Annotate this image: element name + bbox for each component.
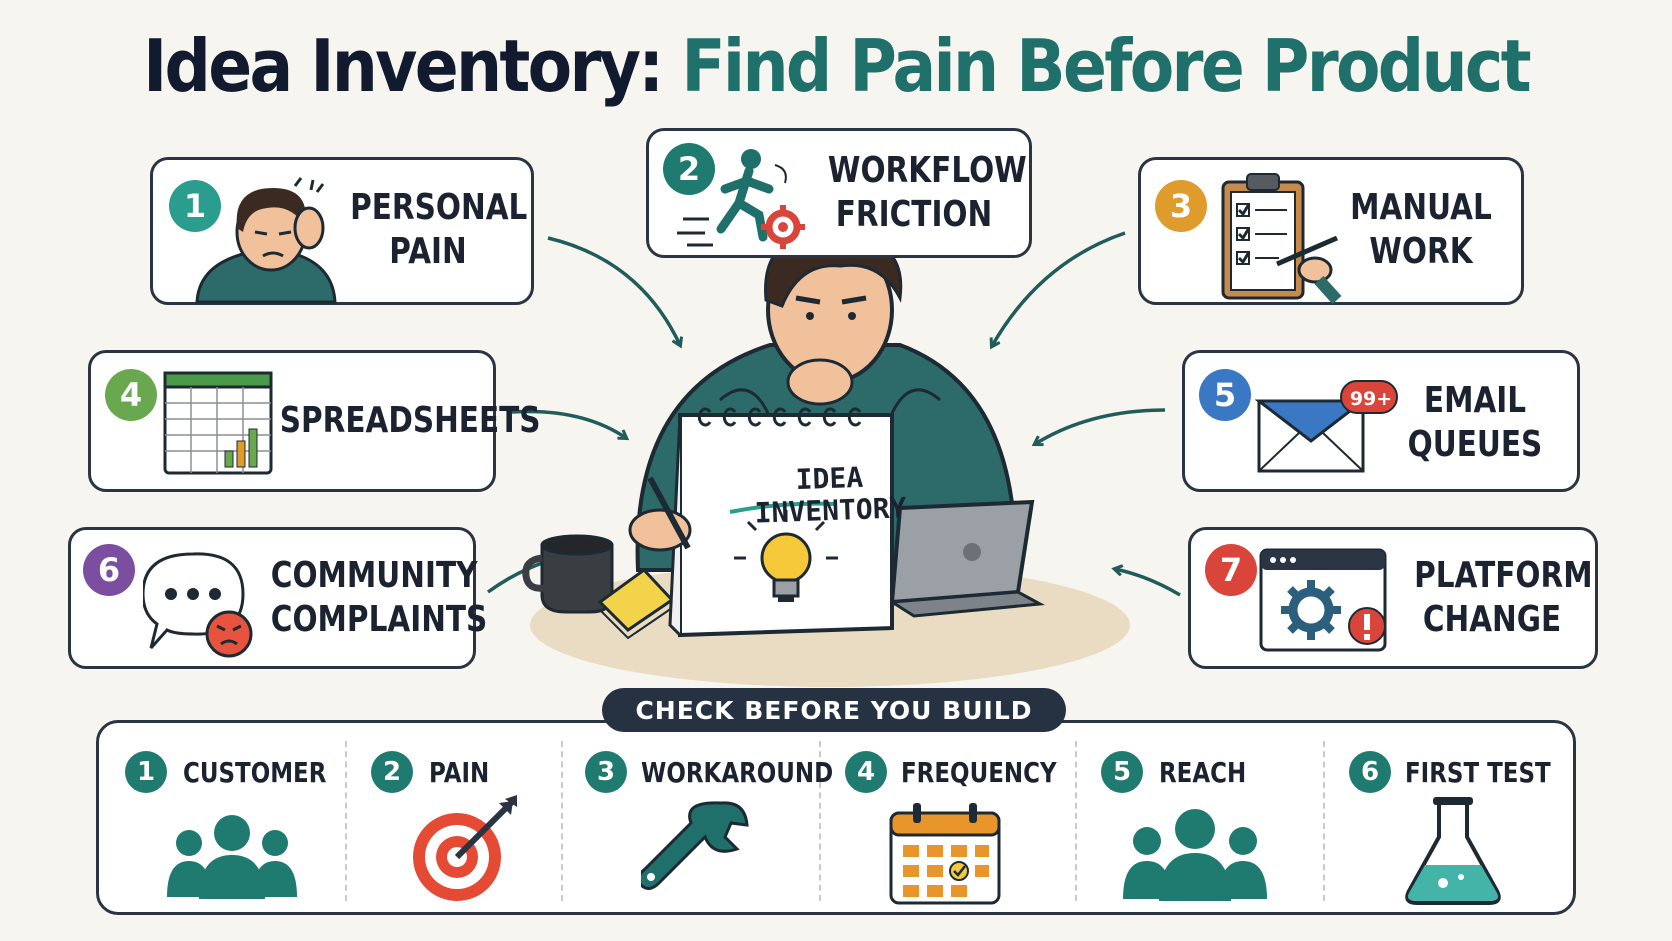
source-label-6-line-1: COMMUNITY: [270, 555, 478, 596]
source-label-6-line-2: COMPLAINTS: [270, 599, 488, 640]
arrow-3: [992, 231, 1126, 346]
source-badge-1: 1: [169, 180, 221, 232]
checklist-label-2: PAIN: [429, 756, 490, 789]
checklist-divider: [1075, 741, 1077, 901]
source-label-6: COMMUNITY COMPLAINTS: [270, 554, 488, 642]
people-group-icon: [1123, 809, 1267, 901]
checklist-item-customer: 1 CUSTOMER: [99, 723, 345, 918]
source-badge-4: 4: [105, 369, 157, 421]
notepad-title: IDEA INVENTORY: [699, 458, 961, 531]
source-card-personal-pain: 1 PERSONAL PAIN: [150, 157, 534, 305]
arrow-4: [511, 409, 626, 438]
page-title: Idea Inventory: Find Pain Before Product: [84, 18, 1589, 114]
arrow-5: [1035, 408, 1166, 444]
thinking-person-illustration: [522, 240, 1130, 687]
source-card-manual-work: 3 MANUAL WORK: [1138, 157, 1524, 305]
source-label-7: PLATFORM CHANGE: [1414, 554, 1593, 642]
laptop: [887, 499, 1046, 618]
checklist-panel: 1 CUSTOMER 2 PAIN 3 WORKAROUND 4 FREQUEN…: [96, 720, 1576, 915]
source-label-3-line-1: MANUAL: [1350, 187, 1492, 228]
checklist-item-reach: 5 REACH: [1075, 723, 1323, 918]
source-card-email-queues: 5 99+ EMAIL QUEUES: [1182, 350, 1580, 492]
source-card-workflow-friction: 2 WORKFLOW FRICTION: [646, 128, 1032, 258]
checklist-divider: [1323, 741, 1325, 901]
checklist-num-5: 5: [1101, 751, 1143, 793]
source-label-3-line-2: WORK: [1369, 231, 1473, 272]
speech-bubble-angry-icon: [143, 552, 253, 658]
headache-person-icon: [195, 177, 337, 304]
checklist-num-1: 1: [125, 751, 167, 793]
source-badge-6: 6: [83, 544, 135, 596]
writing-hand: [628, 476, 692, 552]
source-badge-2: 2: [663, 143, 715, 195]
source-label-5-line-1: EMAIL: [1423, 380, 1527, 421]
browser-gear-alert-icon: [1259, 548, 1387, 652]
email-count-text: 99+: [1349, 388, 1393, 410]
checklist-num-4: 4: [845, 751, 887, 793]
source-card-spreadsheets: 4 SPREADSHEETS: [88, 350, 541, 492]
title-part-2: Find Pain Before Product: [681, 24, 1531, 108]
source-badge-7: 7: [1205, 544, 1257, 596]
checklist-num-6: 6: [1349, 751, 1391, 793]
spreadsheet-icon: [163, 371, 273, 475]
source-label-1-line-1: PERSONAL: [350, 187, 528, 228]
checklist-label-3: WORKAROUND: [641, 756, 834, 789]
source-label-7-line-2: CHANGE: [1422, 599, 1562, 640]
arrow-1: [547, 236, 680, 345]
checklist-heading: CHECK BEFORE YOU BUILD: [602, 688, 1066, 732]
checklist-divider: [561, 741, 563, 901]
hand: [786, 358, 854, 406]
source-label-5: EMAIL QUEUES: [1401, 379, 1549, 467]
checklist-label-1: CUSTOMER: [183, 756, 327, 789]
source-badge-5: 5: [1199, 369, 1251, 421]
checklist-num-2: 2: [371, 751, 413, 793]
source-label-5-line-2: QUEUES: [1407, 424, 1543, 465]
title-part-1: Idea Inventory:: [143, 24, 664, 108]
source-label-1: PERSONAL PAIN: [350, 186, 528, 274]
source-label-4: SPREADSHEETS: [279, 399, 541, 443]
checklist-num-3: 3: [585, 751, 627, 793]
clipboard-checklist-icon: [1221, 173, 1342, 304]
lightbulb-icon: [734, 510, 838, 602]
source-card-platform-change: 7 PLATFORM CHANGE: [1188, 527, 1598, 669]
target-arrow-icon: [413, 795, 517, 901]
source-card-community-complaints: 6 COMMUNITY COMPLAINTS: [68, 527, 488, 669]
people-group-icon: [167, 815, 297, 899]
wrench-icon: [641, 801, 749, 890]
checklist-divider: [345, 741, 347, 901]
source-label-3: MANUAL WORK: [1347, 186, 1495, 274]
notepad: [668, 407, 894, 638]
envelope-icon: [1255, 380, 1398, 473]
checklist-item-pain: 2 PAIN: [345, 723, 561, 918]
checklist-label-6: FIRST TEST: [1405, 756, 1551, 789]
flask-icon: [1405, 797, 1501, 905]
checklist-label-4: FREQUENCY: [901, 756, 1057, 789]
running-figure-gear-icon: [677, 149, 805, 249]
arrow-7: [1115, 569, 1181, 597]
coffee-mug: [522, 534, 614, 614]
calendar-icon: [889, 803, 1001, 905]
checklist-item-workaround: 3 WORKAROUND: [561, 723, 833, 918]
checklist-item-frequency: 4 FREQUENCY: [819, 723, 1075, 918]
source-label-7-line-1: PLATFORM: [1414, 555, 1593, 596]
source-label-4-line-1: SPREADSHEETS: [279, 400, 541, 441]
checklist-divider: [819, 741, 821, 901]
checklist-label-5: REACH: [1159, 756, 1247, 789]
source-label-1-line-2: PAIN: [389, 231, 467, 272]
source-label-2: WORKFLOW FRICTION: [827, 149, 1027, 237]
email-count-badge: [1340, 380, 1398, 414]
checklist-item-first-test: 6 FIRST TEST: [1323, 723, 1573, 918]
source-badge-3: 3: [1155, 180, 1207, 232]
source-label-2-line-1: WORKFLOW: [827, 150, 1027, 191]
source-label-2-line-2: FRICTION: [835, 194, 993, 235]
